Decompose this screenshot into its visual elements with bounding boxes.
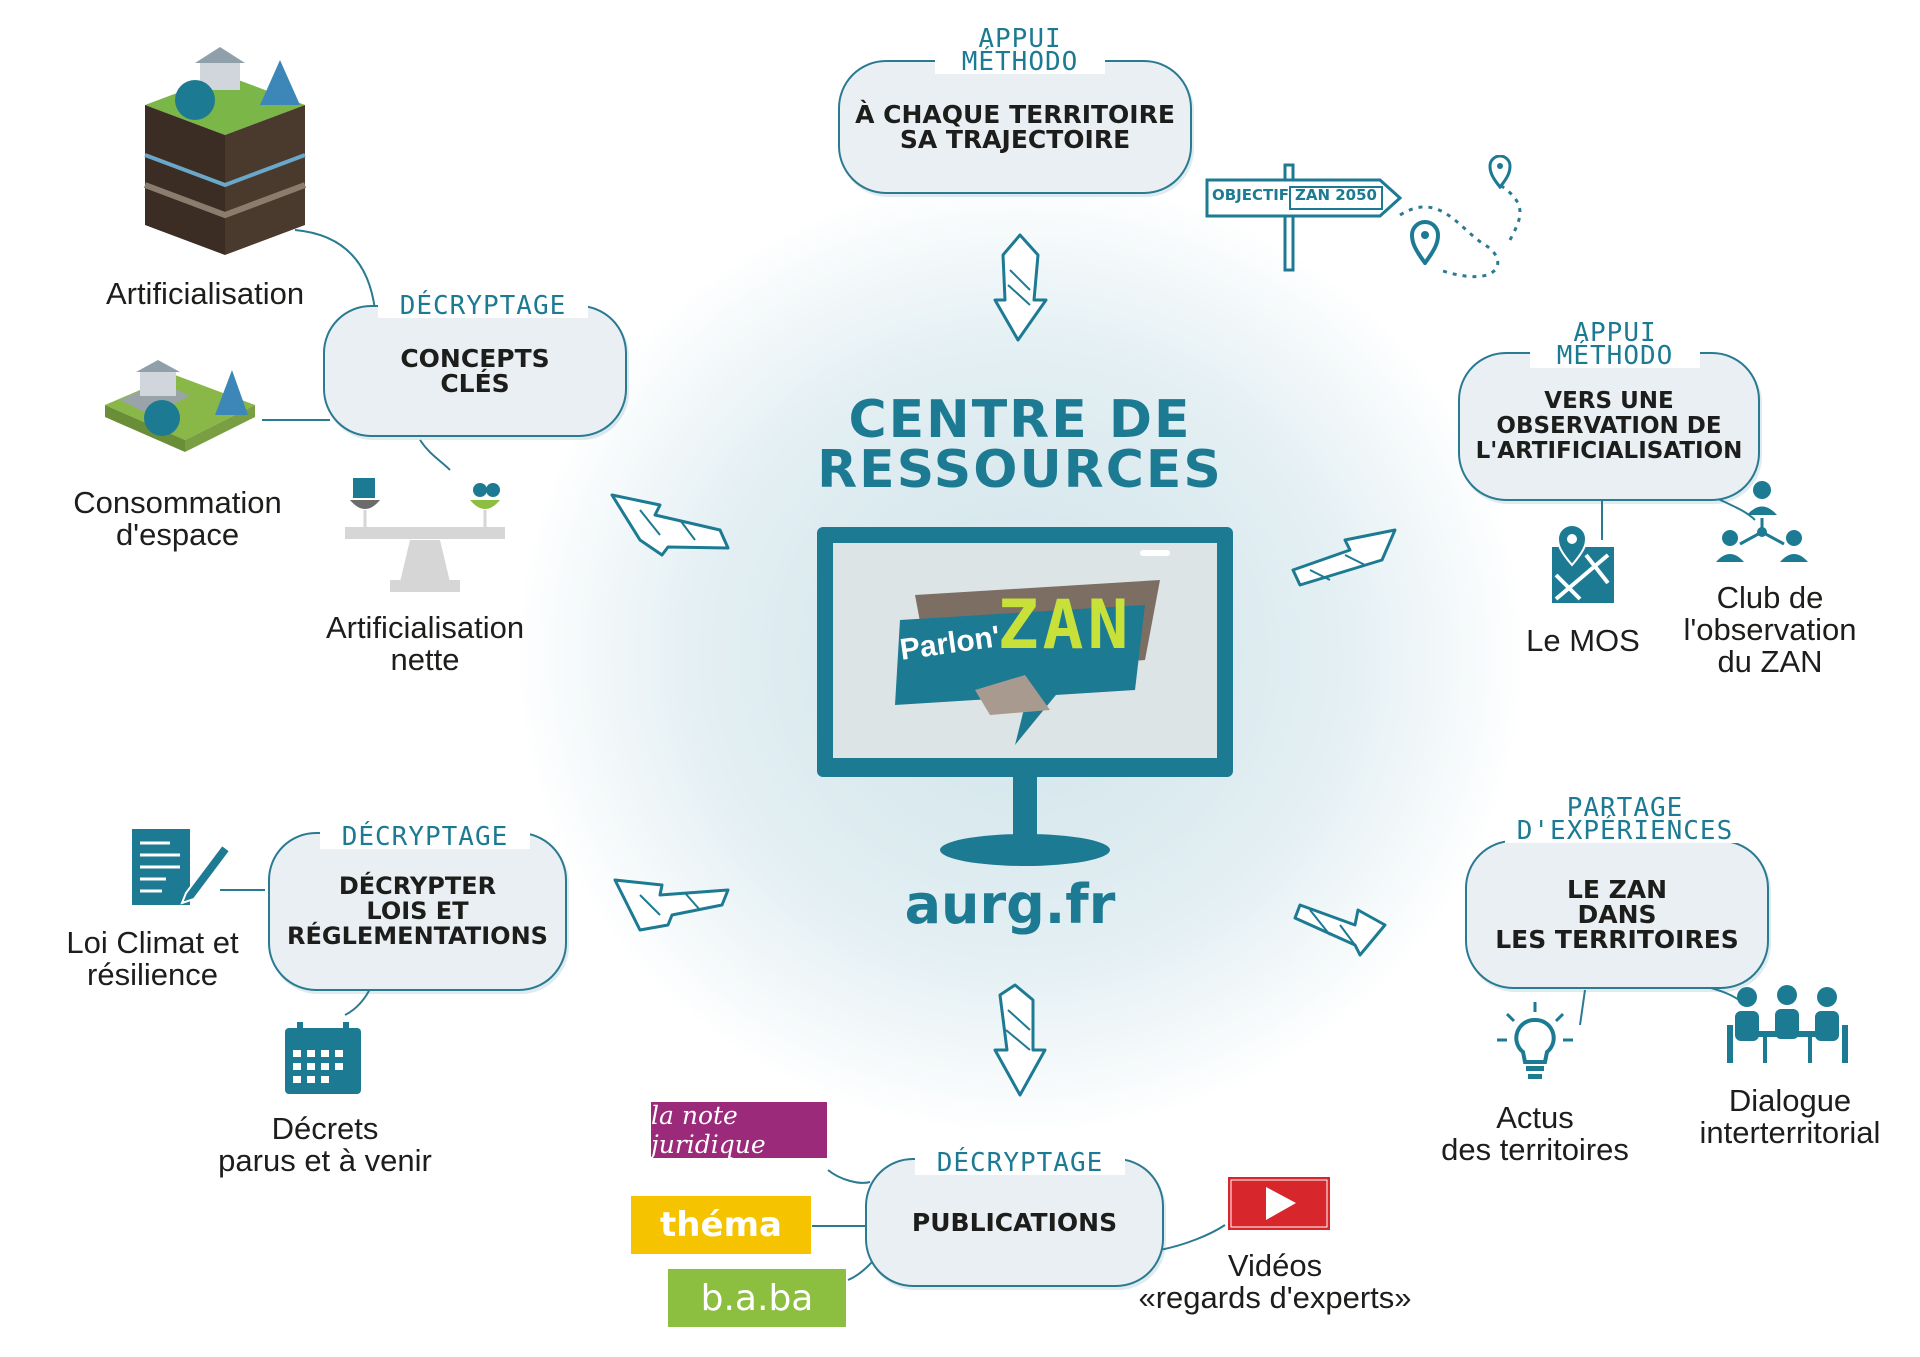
document-sign-icon bbox=[132, 829, 232, 905]
center-title: CENTRE DE RESSOURCES bbox=[817, 390, 1223, 500]
bubble-concepts-text: CONCEPTS CLÉS bbox=[400, 344, 550, 398]
label-decrets: Décrets parus et à venir bbox=[218, 1111, 432, 1178]
bubble-trajectoire-text: À CHAQUE TERRITOIRE SA TRAJECTOIRE bbox=[855, 100, 1175, 154]
tag-decryptage-left-top: DÉCRYPTAGE bbox=[378, 293, 588, 319]
label-loi: Loi Climat et résilience bbox=[66, 925, 239, 992]
location-pin-icon bbox=[1410, 220, 1440, 265]
arrow-up bbox=[993, 233, 1048, 342]
lightbulb-icon bbox=[1497, 1002, 1573, 1079]
arrow-lower-right bbox=[1293, 903, 1387, 957]
connector-videos bbox=[1159, 1224, 1226, 1251]
label-videos: Vidéos «regards d'experts» bbox=[1138, 1248, 1412, 1315]
monitor-illustration bbox=[817, 527, 1233, 866]
tag-appui-methodo-right: APPUI MÉTHODO bbox=[1530, 320, 1700, 369]
label-mos: Le MOS bbox=[1526, 623, 1640, 658]
connector-artificialisation bbox=[294, 229, 376, 311]
bubble-lois[interactable]: DÉCRYPTER LOIS ET RÉGLEMENTATIONS bbox=[268, 832, 567, 991]
arrow-upper-right bbox=[1291, 528, 1397, 587]
bubble-concepts[interactable]: CONCEPTS CLÉS bbox=[323, 305, 627, 437]
balance-scale-illustration bbox=[345, 478, 505, 592]
badge-baba-text: b.a.ba bbox=[700, 1277, 814, 1319]
label-actus: Actus des territoires bbox=[1441, 1100, 1629, 1167]
bubble-publications-text: PUBLICATIONS bbox=[911, 1208, 1118, 1237]
badge-thema-text: théma bbox=[660, 1205, 782, 1245]
location-pin-small-icon bbox=[1488, 155, 1512, 189]
connector-note bbox=[827, 1169, 871, 1184]
bubble-lois-text: DÉCRYPTER LOIS ET RÉGLEMENTATIONS bbox=[287, 872, 548, 950]
network-people-icon bbox=[1716, 481, 1808, 562]
bubble-trajectoire[interactable]: À CHAQUE TERRITOIRE SA TRAJECTOIRE bbox=[838, 60, 1192, 194]
tag-decryptage-bottom: DÉCRYPTAGE bbox=[915, 1150, 1125, 1176]
label-dialogue: Dialogue interterritorial bbox=[1699, 1083, 1881, 1150]
signpost-icon bbox=[1205, 163, 1403, 272]
tag-appui-methodo-top: APPUI MÉTHODO bbox=[935, 26, 1105, 75]
bubble-observation-text: VERS UNE OBSERVATION DE L'ARTIFICIALISAT… bbox=[1475, 388, 1743, 464]
signpost-right-text: ZAN 2050 bbox=[1294, 186, 1377, 204]
badge-thema[interactable]: théma bbox=[631, 1196, 811, 1254]
label-artificialisation: Artificialisation bbox=[105, 276, 305, 311]
map-icon bbox=[1552, 525, 1614, 603]
label-club: Club de l'observation du ZAN bbox=[1683, 580, 1857, 679]
calendar-icon bbox=[285, 1022, 361, 1094]
trajectory-path bbox=[1399, 183, 1522, 279]
signpost-left-text: OBJECTIF bbox=[1211, 186, 1290, 204]
arrow-down bbox=[993, 983, 1047, 1097]
label-artif-nette: Artificialisation nette bbox=[325, 610, 525, 677]
bubble-territoires[interactable]: LE ZAN DANS LES TERRITOIRES bbox=[1465, 840, 1769, 989]
video-play-icon[interactable] bbox=[1228, 1177, 1330, 1230]
arrow-lower-left bbox=[613, 878, 730, 932]
tag-decryptage-left-bottom: DÉCRYPTAGE bbox=[320, 824, 530, 850]
meeting-people-icon bbox=[1727, 985, 1848, 1063]
connector-scale bbox=[419, 439, 451, 471]
arrow-upper-left bbox=[610, 493, 730, 557]
tag-partage: PARTAGE D'EXPÉRIENCES bbox=[1505, 795, 1745, 844]
land-parcel-illustration bbox=[105, 360, 255, 452]
badge-note-juridique[interactable]: la note juridique bbox=[651, 1101, 827, 1159]
badge-baba[interactable]: b.a.ba bbox=[668, 1269, 846, 1327]
bubble-territoires-text: LE ZAN DANS LES TERRITOIRES bbox=[1495, 875, 1739, 954]
connector-actus bbox=[1579, 989, 1586, 1026]
logo-main: ZAN bbox=[997, 586, 1133, 665]
label-consommation: Consommation d'espace bbox=[73, 485, 282, 552]
soil-block-illustration bbox=[143, 47, 307, 255]
site-url[interactable]: aurg.fr bbox=[904, 873, 1116, 936]
badge-note-juridique-text: la note juridique bbox=[651, 1101, 766, 1159]
bubble-observation[interactable]: VERS UNE OBSERVATION DE L'ARTIFICIALISAT… bbox=[1458, 352, 1760, 501]
